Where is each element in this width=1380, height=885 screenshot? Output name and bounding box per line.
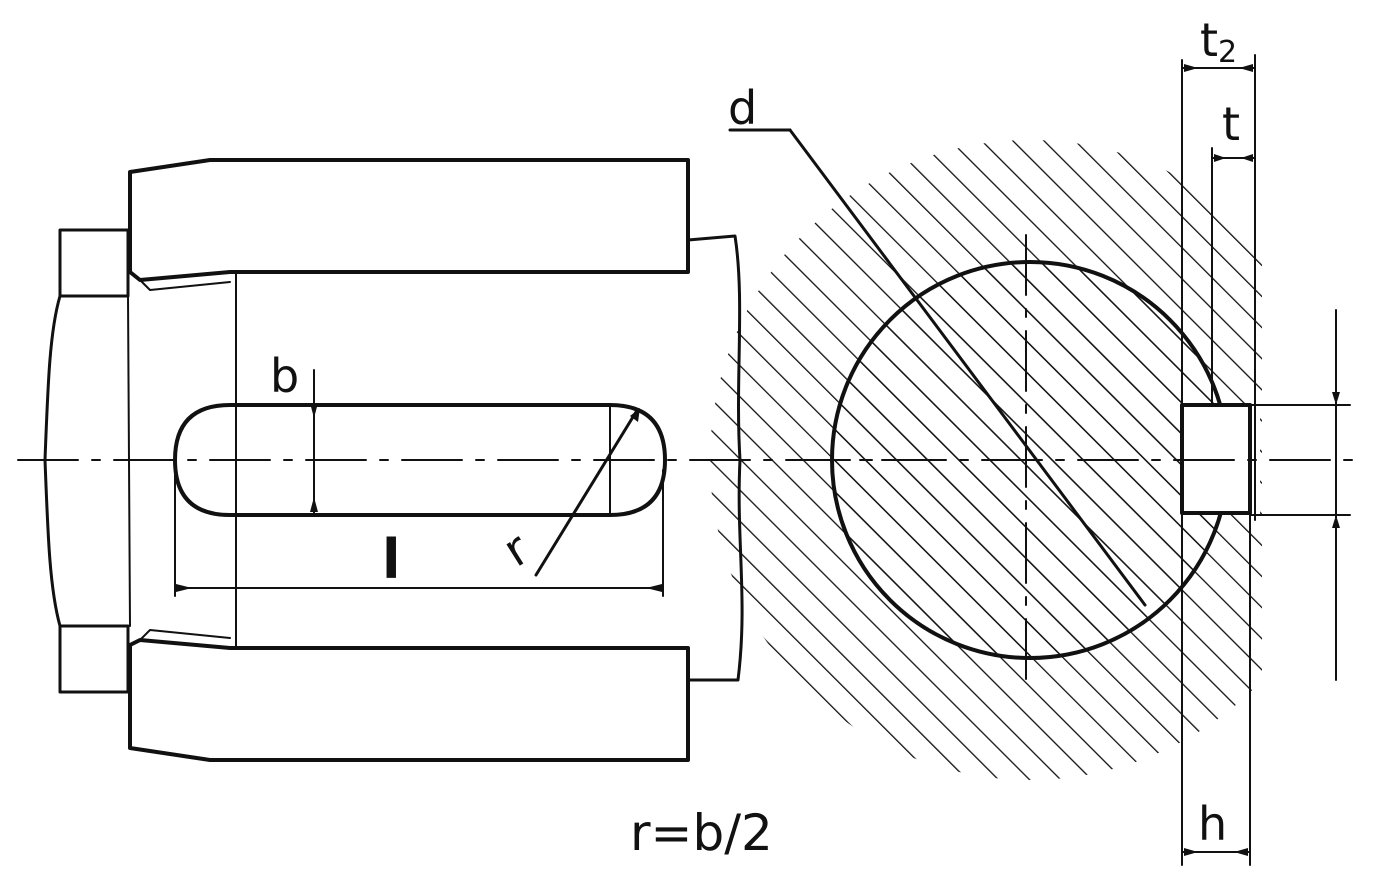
label-t2-sub: 2 [1218,35,1237,70]
diameter-leader [788,128,1147,607]
dim-l-arrow-right [646,584,662,592]
dim-b-arrow-top [310,403,318,418]
dim-h-arrow-left [1184,848,1198,856]
collar-lower [58,624,130,694]
label-h: h [1198,797,1227,851]
label-t: t [1222,97,1240,151]
label-r: r [494,521,539,577]
dim-t2-arrow-left [1184,64,1198,72]
radius-leader [534,410,638,577]
dim-key-arrow-bottom [1332,515,1340,528]
hub-upper-section [128,158,690,282]
dim-b-arrow-bottom [310,497,318,512]
dim-l-arrow-left [176,584,192,592]
collar-upper [58,228,130,298]
dim-h-arrow-right [1234,848,1248,856]
label-l: l [382,528,401,591]
label-b: b [270,349,299,403]
label-d: d [728,81,757,135]
label-t2-main: t [1200,13,1218,67]
dim-t-arrow-right [1241,154,1253,162]
hub-chamfer-bottom [139,629,231,641]
dim-key-arrow-top [1332,392,1340,405]
radius-arrow [630,408,640,422]
hub-lower-section [128,638,690,762]
hub-chamfer-top [139,279,231,291]
dim-t-arrow-left [1214,154,1226,162]
dim-t2-arrow-right [1239,64,1253,72]
cross-section-view: d t2 t h [710,13,1380,866]
label-t2: t2 [1200,13,1237,70]
formula-text: r=b/2 [630,804,773,862]
